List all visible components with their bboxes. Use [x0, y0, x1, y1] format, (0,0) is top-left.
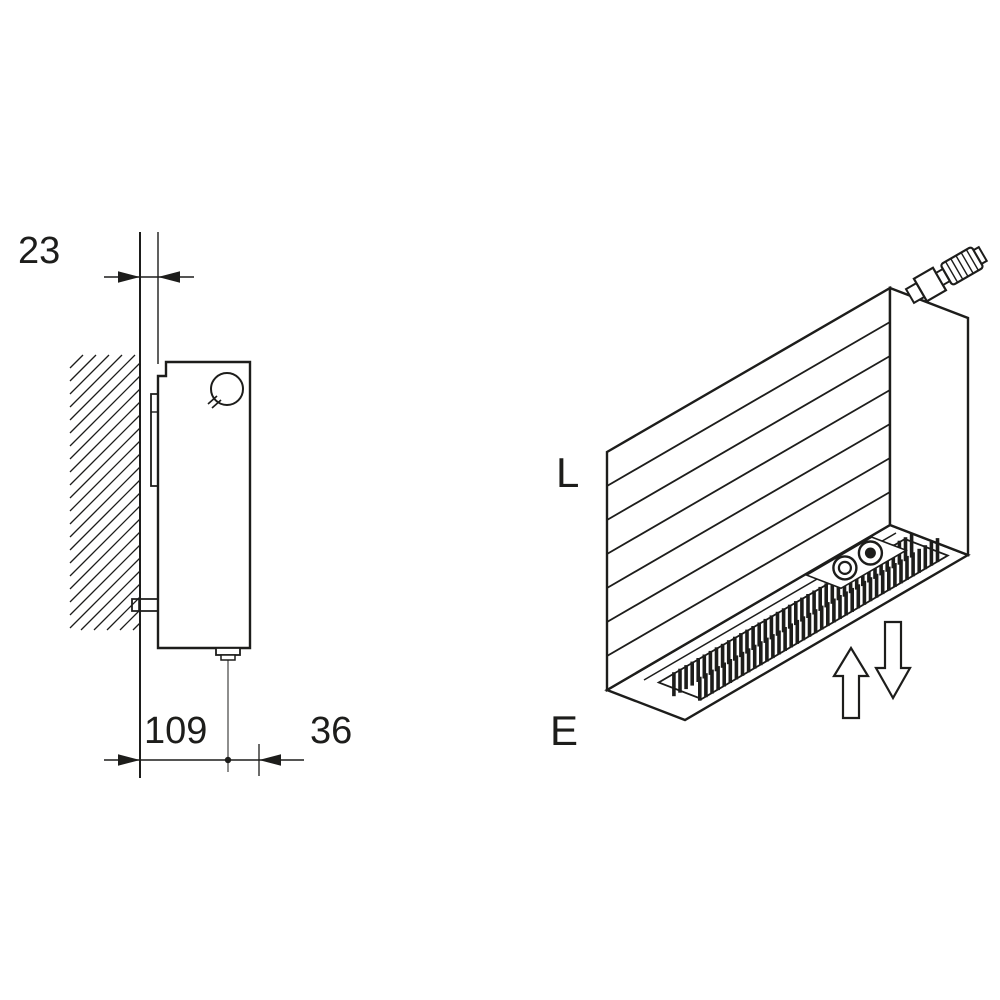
label-length: L [556, 449, 579, 496]
radiator-side-outline [156, 360, 252, 650]
dim-label-pipe-offset: 109 [144, 710, 207, 752]
dim-arrow-right-icon [118, 754, 140, 766]
airflow-down-arrow-icon [874, 620, 912, 701]
wall-hatch-lines [69, 354, 141, 631]
dim-arrow-left-icon [158, 271, 180, 283]
airflow-up-arrow-icon [832, 645, 870, 720]
wall-bracket [150, 393, 158, 487]
grille-fins [672, 533, 940, 701]
dim-label-drain-offset: 36 [310, 710, 352, 752]
dim-arrow-right-icon [118, 271, 140, 283]
radiator-end-face [888, 286, 970, 557]
dimension-wall-gap: 23 [18, 230, 194, 283]
dim-chain-dot [224, 756, 232, 764]
label-entry: E [550, 707, 578, 754]
dim-arrow-left-icon [259, 754, 281, 766]
pipe-stub [131, 598, 158, 612]
iso-view: L E [550, 245, 989, 754]
dim-label-wall-gap: 23 [18, 230, 60, 272]
dimension-bottom-chain: 109 36 [104, 710, 352, 776]
connection-ports [832, 540, 884, 581]
thermostat-valve [904, 245, 989, 305]
side-view: 23 109 36 [18, 230, 352, 778]
air-vent-icon [207, 372, 244, 409]
drain-plug [215, 647, 241, 661]
front-slats [606, 321, 891, 657]
